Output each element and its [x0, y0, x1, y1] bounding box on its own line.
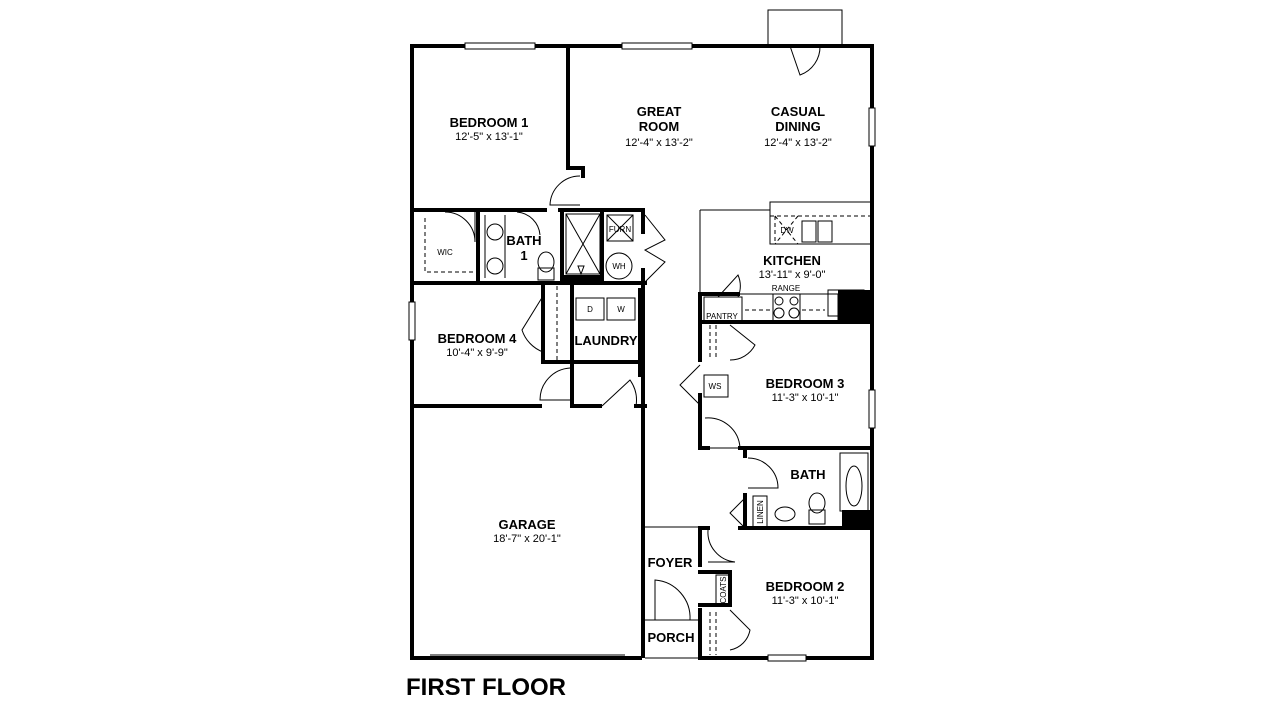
fixture-label: REF — [838, 299, 854, 308]
fixture-label: FURN — [609, 225, 631, 234]
floor-title: FIRST FLOOR — [406, 674, 566, 701]
room-name: DINING — [775, 119, 821, 134]
room-name: BEDROOM 4 — [438, 331, 518, 346]
walls — [410, 9, 874, 660]
room-name: PORCH — [648, 630, 695, 645]
fixture-label: WH — [612, 262, 626, 271]
room-size: 12'-5" x 13'-1" — [455, 131, 523, 143]
room-size: 13'-11" x 9'-0" — [759, 269, 826, 281]
room-name: BEDROOM 3 — [766, 376, 845, 391]
room-size: 12'-4" x 13'-2" — [764, 137, 832, 149]
fixture-label: DW — [780, 226, 794, 235]
fixture-label: COATS — [719, 577, 728, 604]
fixture-label: RANGE — [772, 284, 800, 293]
room-size: 18'-7" x 20'-1" — [493, 533, 561, 545]
room-name: BEDROOM 2 — [766, 579, 845, 594]
fixture-label: PANTRY — [706, 312, 738, 321]
room-name: CASUAL — [771, 104, 825, 119]
room-name: FOYER — [648, 555, 693, 570]
fixture-label: WIC — [437, 248, 453, 257]
fixtures — [424, 201, 873, 655]
room-name: BATH — [506, 233, 541, 248]
fixture-label: LINEN — [756, 500, 765, 524]
room-size: 11'-3" x 10'-1" — [772, 392, 839, 404]
room-name: KITCHEN — [763, 253, 821, 268]
room-size: 10'-4" x 9'-9" — [446, 347, 508, 359]
fixture-label: WS — [709, 382, 722, 391]
room-name: ROOM — [639, 119, 679, 134]
room-name: LAUNDRY — [574, 333, 637, 348]
room-name: GREAT — [637, 104, 682, 119]
fixture-label: W — [617, 305, 625, 314]
fixture-labels: WIC FURN WH D W DW RANGE REF PANTRY WS L… — [437, 225, 854, 603]
room-name: BEDROOM 1 — [450, 115, 529, 130]
windows — [408, 42, 876, 662]
room-size: 11'-3" x 10'-1" — [772, 595, 839, 607]
room-name: BATH — [790, 467, 825, 482]
room-size: 12'-4" x 13'-2" — [625, 137, 693, 149]
fixture-label: D — [587, 305, 593, 314]
doors — [444, 45, 821, 651]
room-name: GARAGE — [498, 517, 555, 532]
room-name: 1 — [520, 248, 527, 263]
room-labels: BEDROOM 1 12'-5" x 13'-1" GREAT ROOM 12'… — [438, 104, 845, 645]
